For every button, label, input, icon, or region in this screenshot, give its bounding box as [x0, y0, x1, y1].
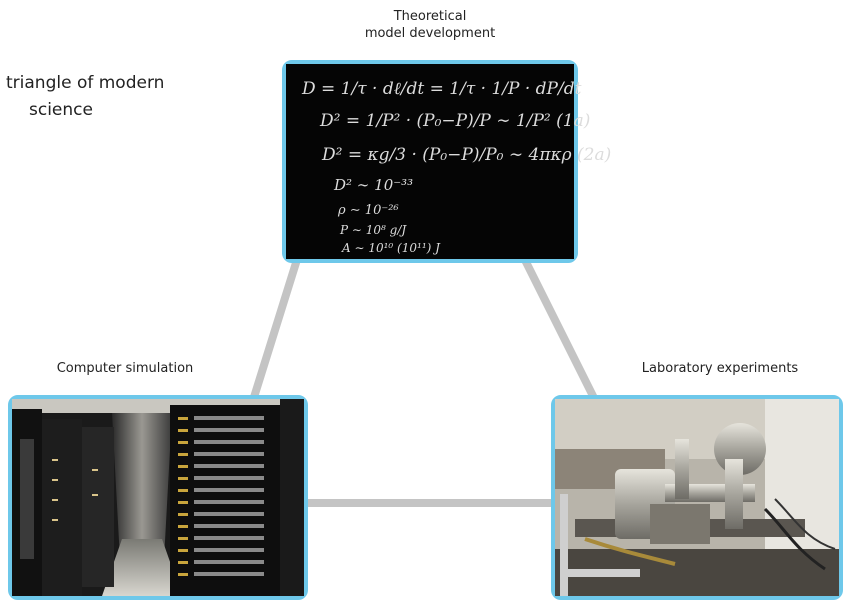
title-line-1: triangle of modern [6, 73, 165, 93]
title-line-2: science [29, 100, 93, 120]
equation-4: D² ∼ 10⁻³³ [333, 176, 413, 194]
theory-label-line-2: model development [364, 26, 496, 41]
server-racks-panel [8, 395, 308, 600]
connector-theory-simulation [246, 248, 304, 412]
equation-1: D = 1/τ · dℓ/dt = 1/τ · 1/P · dP/dt [301, 79, 582, 99]
blackboard-panel: D = 1/τ · dℓ/dt = 1/τ · 1/P · dP/dt D² =… [282, 60, 611, 263]
experiment-label: Laboratory experiments [641, 361, 799, 376]
equation-6: P ∼ 10⁸ g/J [339, 223, 407, 237]
equation-3: D² = κg/3 · (P₀−P)/P₀ ∼ 4πκρ (2a) [321, 145, 611, 165]
equation-2: D² = 1/P² · (P₀−P)/P ∼ 1/P² (1a) [319, 111, 590, 131]
theory-label: Theoretical model development [330, 8, 530, 42]
laboratory-image [555, 399, 839, 596]
diagram-title: triangle of modern science [0, 70, 164, 124]
equation-5: ρ ∼ 10⁻²⁶ [337, 203, 399, 218]
server-racks-image [12, 399, 304, 596]
theory-label-line-1: Theoretical [393, 9, 467, 24]
equation-7: A ∼ 10¹⁰ (10¹¹) J [341, 241, 441, 255]
blackboard-image: D = 1/τ · dℓ/dt = 1/τ · 1/P · dP/dt D² =… [286, 64, 611, 259]
simulation-label: Computer simulation [56, 361, 194, 376]
connector-theory-experiment [516, 248, 604, 412]
laboratory-panel [551, 395, 843, 600]
